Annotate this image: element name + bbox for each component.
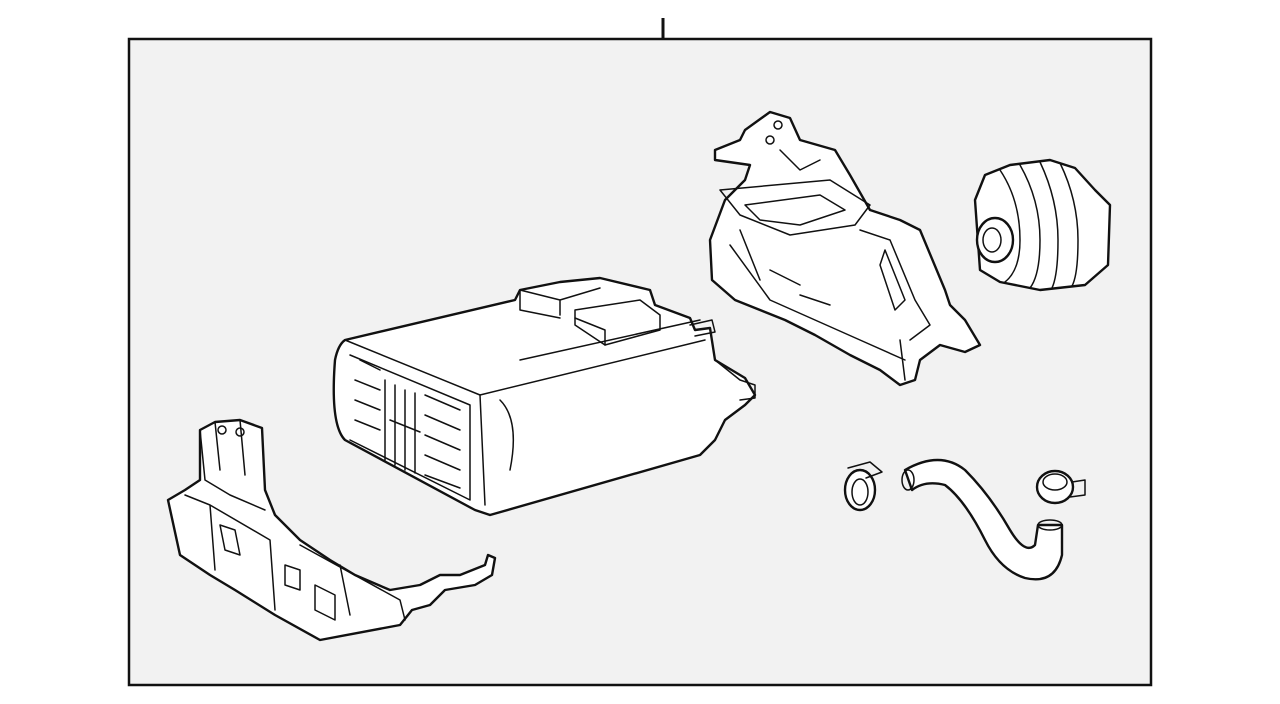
canister-filter (973, 158, 1112, 292)
canister-upper-bracket (708, 110, 982, 387)
hose-clamp-left (843, 461, 883, 512)
charcoal-canister (332, 276, 757, 517)
canister-lower-bracket (166, 418, 497, 642)
vent-hose (901, 458, 1064, 581)
hose-clamp-right (1035, 469, 1086, 505)
